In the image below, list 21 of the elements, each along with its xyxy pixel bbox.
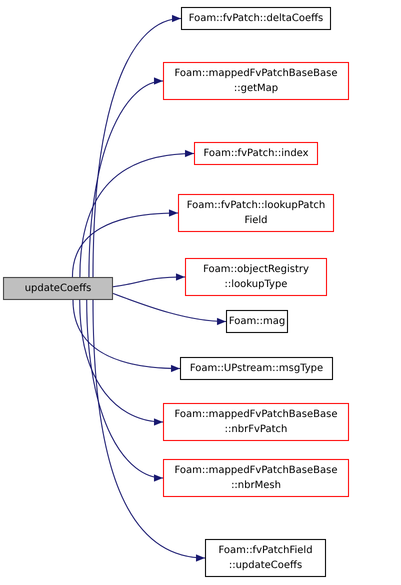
called-function-box: Foam::mappedFvPatchBaseBase ::nbrMesh (163, 459, 349, 497)
arrow (79, 150, 194, 278)
called-function-box: Foam::objectRegistry ::lookupType (185, 258, 327, 296)
function-box: updateCoeffs (3, 277, 113, 300)
arrow (86, 300, 164, 480)
called-function-box: Foam::mappedFvPatchBaseBase ::nbrFvPatch (163, 403, 349, 441)
called-function-box: Foam::fvPatch::index (194, 142, 318, 165)
arrow (88, 78, 164, 278)
called-function-box: Foam::fvPatch::deltaCoeffs (181, 7, 331, 30)
arrow (112, 274, 186, 288)
called-function-box: Foam::mag (226, 310, 288, 333)
arrow (92, 300, 206, 561)
called-function-box: Foam::fvPatch::lookupPatch Field (178, 194, 334, 232)
arrow (112, 292, 226, 325)
called-function-box: Foam::fvPatchField ::updateCoeffs (205, 539, 326, 577)
arrow (92, 16, 182, 278)
arrow (79, 300, 164, 425)
called-function-box: Foam::UPstream::msgType (180, 357, 333, 380)
called-function-box: Foam::mappedFvPatchBaseBase ::getMap (163, 62, 349, 100)
arrow (72, 300, 180, 372)
arrow (72, 210, 178, 278)
